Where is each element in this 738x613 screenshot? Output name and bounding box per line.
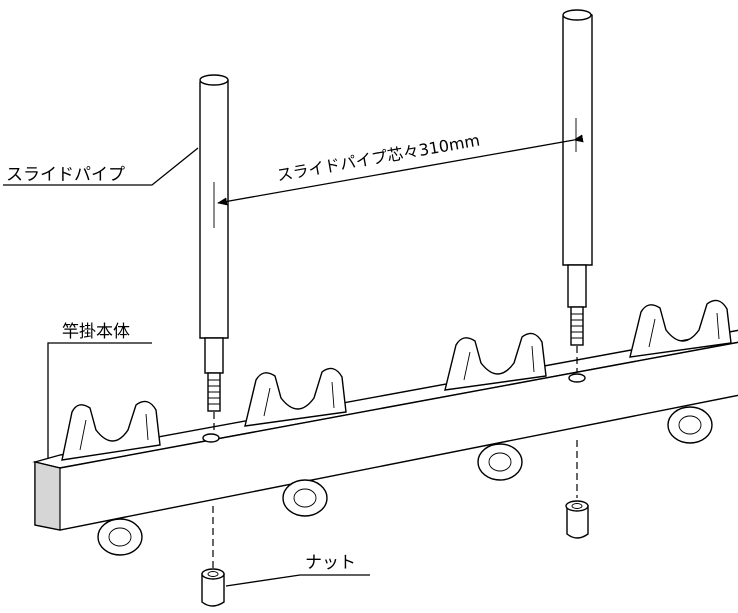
mounting-loop-1: [97, 518, 143, 556]
nut-leader: [225, 574, 370, 587]
rod-cradle-2: [244, 367, 347, 427]
slide-pipe-leader: [3, 147, 199, 186]
nut-right: [565, 440, 589, 539]
slide-pipe-left: [199, 74, 229, 432]
pipe-spacing-dimension-line: [217, 134, 584, 206]
rod-cradle-1: [61, 400, 161, 461]
mounting-loop-4: [667, 406, 713, 444]
mounting-loop-3: [477, 443, 523, 481]
mounting-loop-2: [282, 479, 328, 517]
slide-pipe-label: スライドパイプ: [6, 165, 125, 185]
rail-end-face: [34, 461, 61, 531]
slide-pipe-right: [562, 9, 593, 372]
pipe-spacing-label: スライドパイプ芯々310mm: [275, 131, 481, 185]
pipe-hole-left: [202, 433, 220, 443]
rod-cradle-4: [629, 299, 732, 358]
rod-cradles: [61, 299, 732, 461]
rod-cradle-3: [444, 332, 547, 391]
mounting-loops: [97, 406, 713, 556]
rod-holder-body-leader: [47, 342, 152, 458]
nut-left: [201, 506, 225, 607]
rod-holder-body-label: 竿掛本体: [62, 322, 130, 342]
nut-label: ナット: [305, 553, 356, 573]
pipe-hole-right: [568, 373, 586, 383]
